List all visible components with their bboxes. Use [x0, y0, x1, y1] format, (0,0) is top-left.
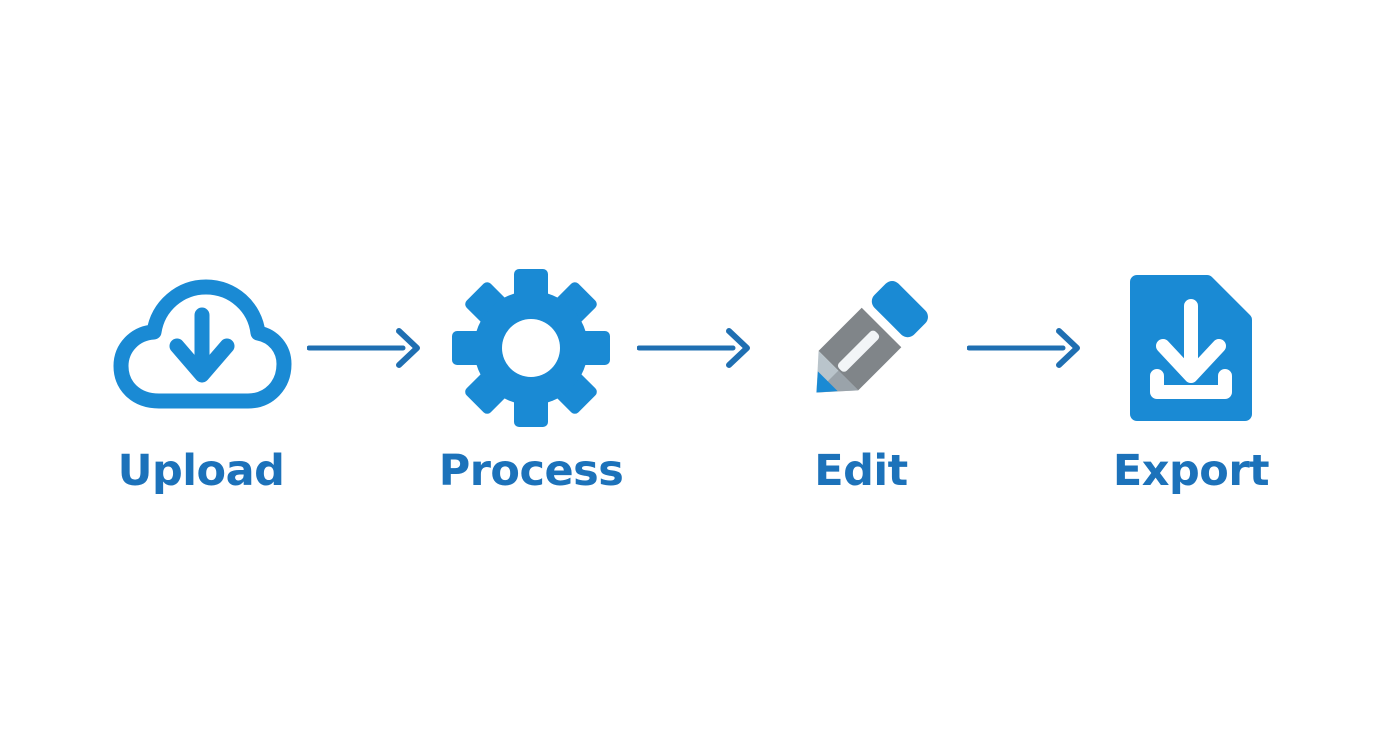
- pencil-icon: [771, 268, 951, 428]
- cloud-download-icon: [111, 268, 292, 428]
- flow-connector-1: [307, 268, 425, 428]
- flow-connector-3: [967, 268, 1085, 428]
- step-label-export: Export: [1112, 446, 1270, 496]
- workflow-step-export[interactable]: Export: [1085, 268, 1297, 493]
- gear-icon: [441, 268, 621, 428]
- workflow-steps-row: Upload: [0, 268, 1392, 528]
- document-download-icon: [1101, 268, 1281, 428]
- workflow-step-edit[interactable]: Edit: [755, 268, 967, 493]
- workflow-step-upload[interactable]: Upload: [95, 268, 307, 493]
- arrow-right-icon: [637, 328, 750, 368]
- step-label-upload: Upload: [117, 446, 285, 496]
- step-label-process: Process: [438, 446, 624, 496]
- workflow-step-process[interactable]: Process: [425, 268, 637, 493]
- arrow-right-icon: [307, 328, 420, 368]
- flow-connector-2: [637, 268, 755, 428]
- arrow-right-icon: [967, 328, 1080, 368]
- step-label-edit: Edit: [814, 446, 908, 496]
